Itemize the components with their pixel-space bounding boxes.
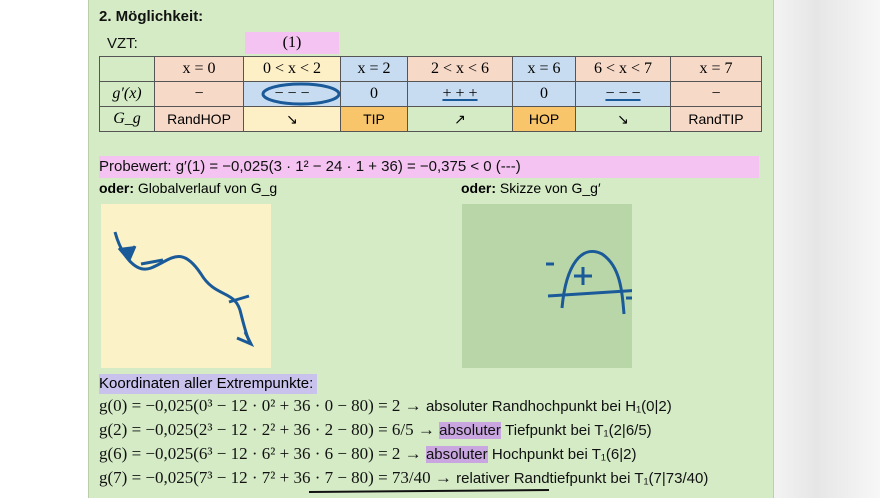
extremum-text: relativer Randtiefpunkt bei T₁(7|73/40) — [456, 470, 709, 487]
table-cell: ↘ — [243, 106, 341, 132]
oder-bold: oder: — [461, 180, 496, 196]
table-cell: − — [154, 81, 244, 107]
coordinates-heading: Koordinaten aller Extrempunkte: — [99, 374, 318, 394]
table-cell: RandTIP — [670, 106, 762, 132]
extremum-line: g(0) = −0,025(0³ − 12 · 0² + 36 · 0 − 80… — [99, 396, 672, 416]
table-cell: G_g — [99, 106, 155, 132]
table-cell: RandHOP — [154, 106, 244, 132]
table-cell: ↘ — [575, 106, 671, 132]
table-row: g′(x) − − − − 0 + + + 0 − − − − — [99, 81, 762, 107]
equation: g(7) = −0,025(7³ − 12 · 7² + 36 · 7 − 80… — [99, 468, 452, 487]
oder-text: Skizze von G_g′ — [499, 180, 601, 196]
table-cell: 0 < x < 2 — [243, 56, 341, 82]
scrollbar-area[interactable] — [774, 0, 880, 498]
handwritten-parabola-sketch — [546, 250, 643, 315]
oder-bold: oder: — [99, 180, 134, 196]
sketch-label: oder: Skizze von G_g′ — [461, 180, 601, 196]
table-cell: x = 7 — [670, 56, 762, 82]
oder-text: Globalverlauf von G_g — [137, 180, 278, 196]
table-cell: + + + — [407, 81, 513, 107]
table-cell: x = 0 — [154, 56, 244, 82]
table-cell: 0 — [340, 81, 408, 107]
table-row: x = 0 0 < x < 2 x = 2 2 < x < 6 x = 6 6 … — [99, 56, 762, 82]
global-course-label: oder: Globalverlauf von G_g — [99, 180, 277, 196]
extremum-text: absoluter Randhochpunkt bei H₁(0|2) — [425, 398, 672, 415]
table-cell: 2 < x < 6 — [407, 56, 513, 82]
probe-value: Probewert: g′(1) = −0,025(3 · 1² − 24 · … — [99, 156, 759, 178]
extremum-line: g(6) = −0,025(6³ − 12 · 6² + 36 · 6 − 80… — [99, 444, 637, 464]
extremum-text: Tiefpunkt bei T₁(2|6/5) — [505, 422, 652, 439]
highlight-text: absoluter — [439, 422, 501, 439]
table-cell: − — [670, 81, 762, 107]
worksheet-page: 2. Möglichkeit: VZT: (1) x = 0 0 < x < 2… — [88, 0, 774, 498]
table-cell: g′(x) — [99, 81, 155, 107]
extremum-line: g(2) = −0,025(2³ − 12 · 2² + 36 · 2 − 80… — [99, 420, 652, 440]
sign-table: x = 0 0 < x < 2 x = 2 2 < x < 6 x = 6 6 … — [99, 56, 762, 132]
global-course-sketch-area — [101, 204, 271, 368]
section-heading: 2. Möglichkeit: — [99, 8, 204, 25]
table-cell: ↗ — [407, 106, 513, 132]
derivative-sketch-area — [462, 204, 643, 368]
extremum-text: Hochpunkt bei T₁(6|2) — [491, 446, 637, 463]
vzt-label: VZT: — [107, 35, 138, 52]
table-cell: − − − — [243, 81, 341, 107]
table-cell: x = 6 — [512, 56, 576, 82]
table-cell: − − − — [575, 81, 671, 107]
table-cell: TIP — [340, 106, 408, 132]
table-cell: 6 < x < 7 — [575, 56, 671, 82]
equation: g(0) = −0,025(0³ − 12 · 0² + 36 · 0 − 80… — [99, 396, 422, 415]
table-cell: 0 — [512, 81, 576, 107]
equation: g(2) = −0,025(2³ − 12 · 2² + 36 · 2 − 80… — [99, 420, 435, 439]
handwritten-curve-sketch — [113, 231, 255, 347]
table-cell: x = 2 — [340, 56, 408, 82]
table-cell: HOP — [512, 106, 576, 132]
vzt-note: (1) — [245, 32, 339, 54]
table-row: G_g RandHOP ↘ TIP ↗ HOP ↘ RandTIP — [99, 106, 762, 132]
table-cell — [99, 56, 155, 82]
equation: g(6) = −0,025(6³ − 12 · 6² + 36 · 6 − 80… — [99, 444, 422, 463]
extremum-line: g(7) = −0,025(7³ − 12 · 7² + 36 · 7 − 80… — [99, 468, 708, 488]
highlight-text: absoluter — [425, 446, 488, 463]
